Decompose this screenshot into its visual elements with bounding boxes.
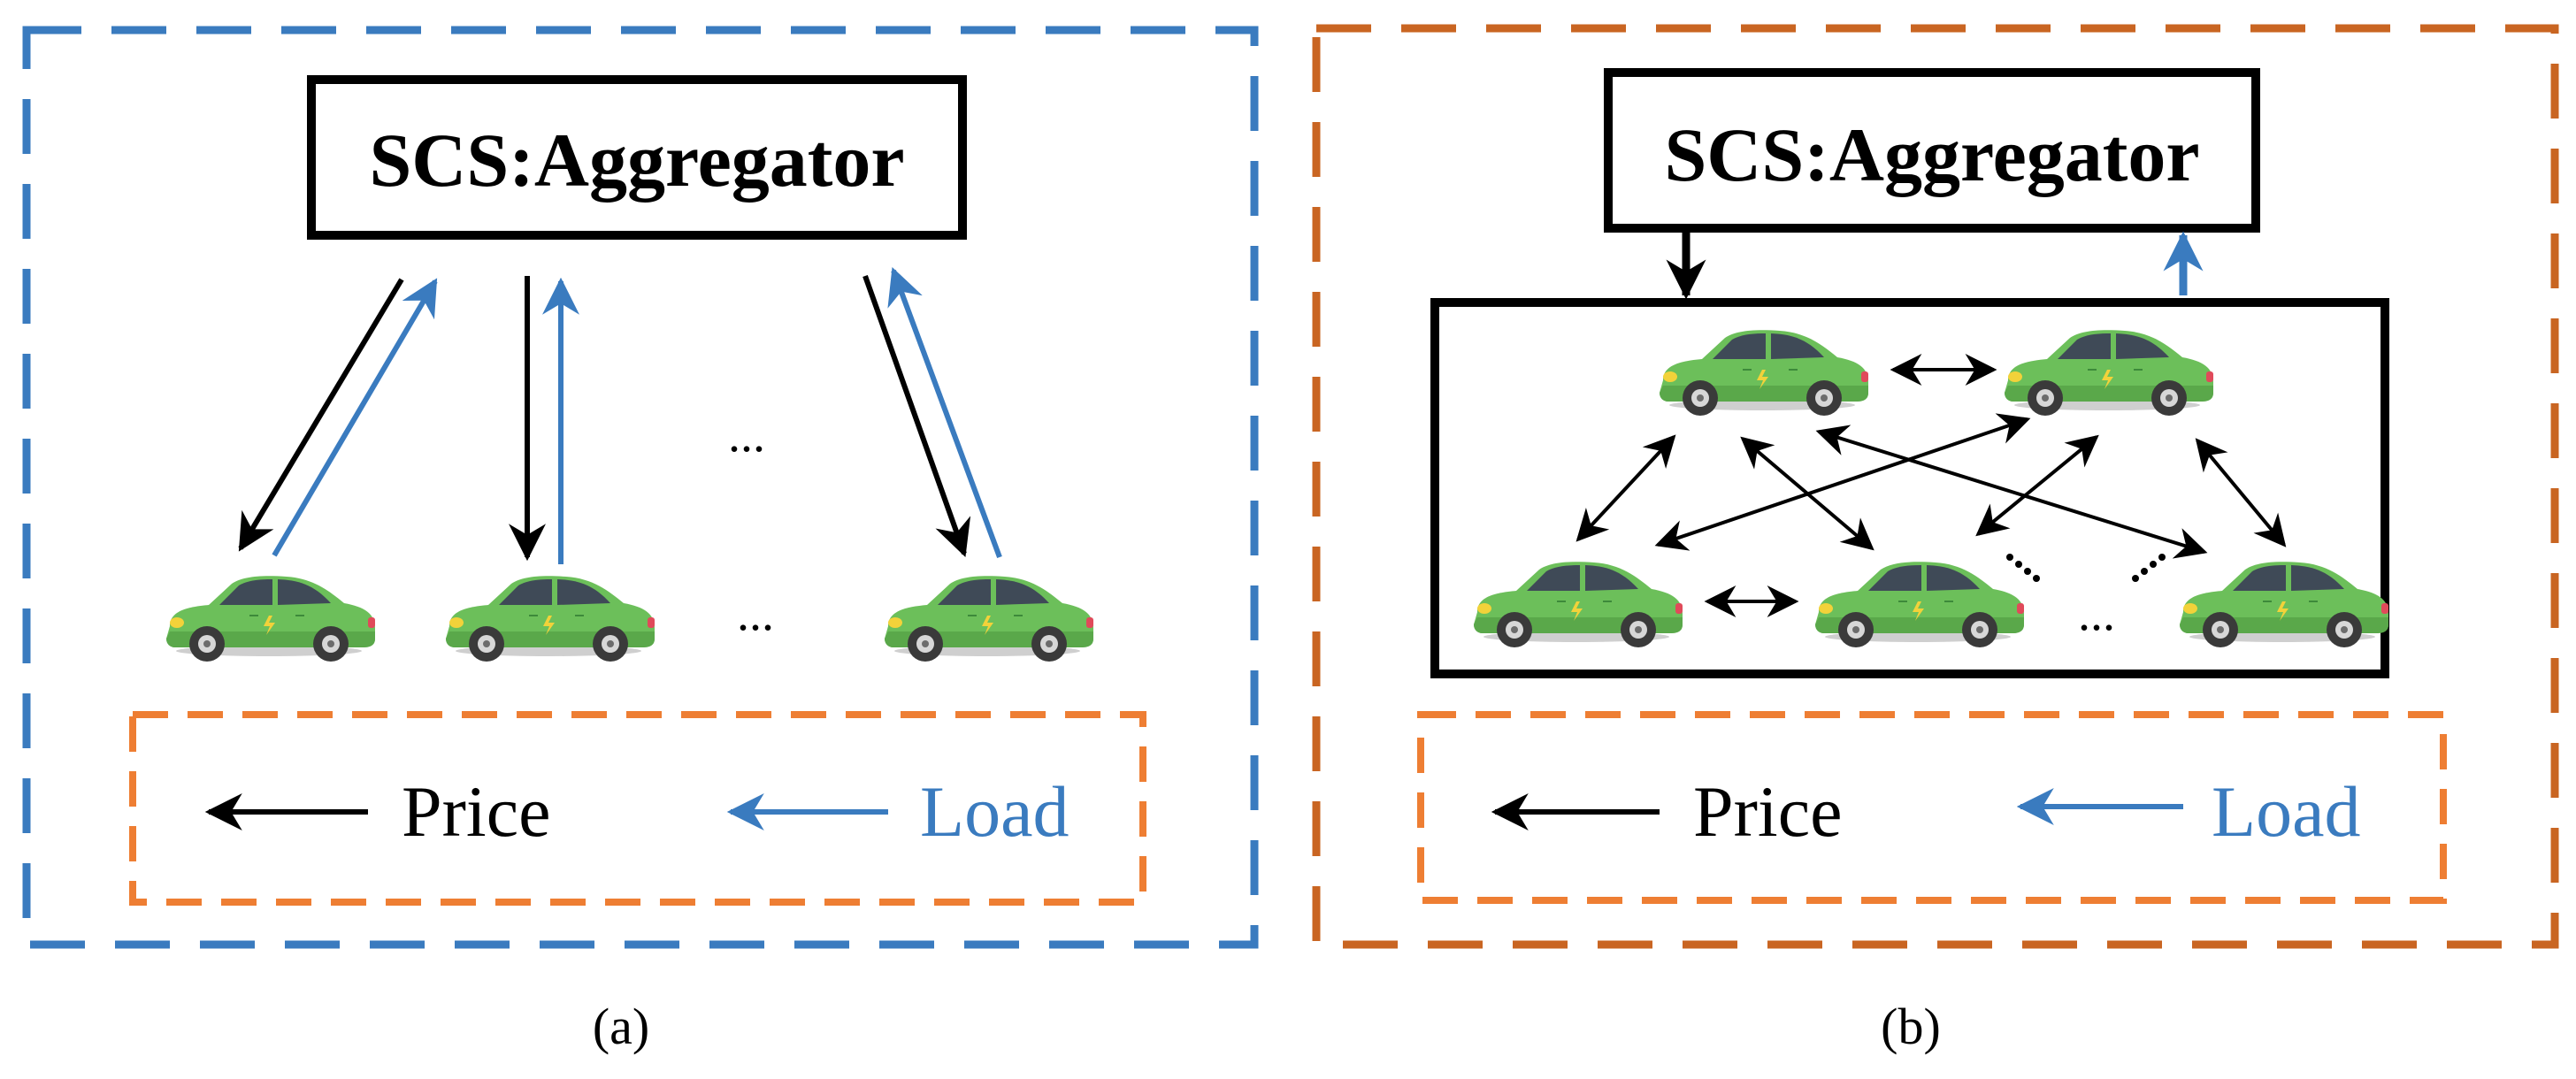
car-icon-a-2: [445, 575, 656, 662]
panel-a: SCS:Aggregator ... ... Price Load (a): [22, 26, 1259, 1055]
aggregator-box-b: [1604, 68, 2260, 233]
aggregator-box-a: [307, 75, 967, 240]
car-icon-a-1: [165, 575, 376, 662]
price-legend-label-b: Price: [1693, 771, 1842, 852]
caption-a: (a): [593, 998, 649, 1055]
dotted-trail-left: [2006, 554, 2040, 582]
legend-box-a: [129, 711, 1146, 906]
car-icon-a-3: [884, 575, 1094, 662]
panel-a-border: [22, 26, 1259, 949]
load-arrow-a-1: [272, 278, 438, 557]
aggregator-label-b: SCS:Aggregator: [1664, 112, 2199, 197]
load-legend-label-b: Load: [2212, 771, 2360, 852]
ellipsis-cars-b: ...: [2078, 586, 2115, 641]
caption-b: (b): [1881, 998, 1941, 1055]
load-legend-label-a: Load: [920, 771, 1069, 852]
ellipsis-cars-a: ...: [737, 586, 774, 641]
aggregator-label-a: SCS:Aggregator: [369, 118, 904, 203]
load-arrow-a-3: [887, 267, 1002, 559]
price-arrow-a-3: [862, 274, 971, 557]
price-arrow-a-1: [238, 278, 404, 552]
legend-box-b: [1417, 711, 2447, 904]
panel-b-border: [1312, 24, 2559, 949]
panel-b: SCS:Aggregator ... Pr: [1312, 24, 2559, 1055]
price-legend-label-a: Price: [402, 771, 550, 852]
ellipsis-arrows-a: ...: [728, 408, 765, 463]
dotted-trail-right: [2132, 554, 2166, 582]
peer-arrows: [1576, 354, 2287, 617]
